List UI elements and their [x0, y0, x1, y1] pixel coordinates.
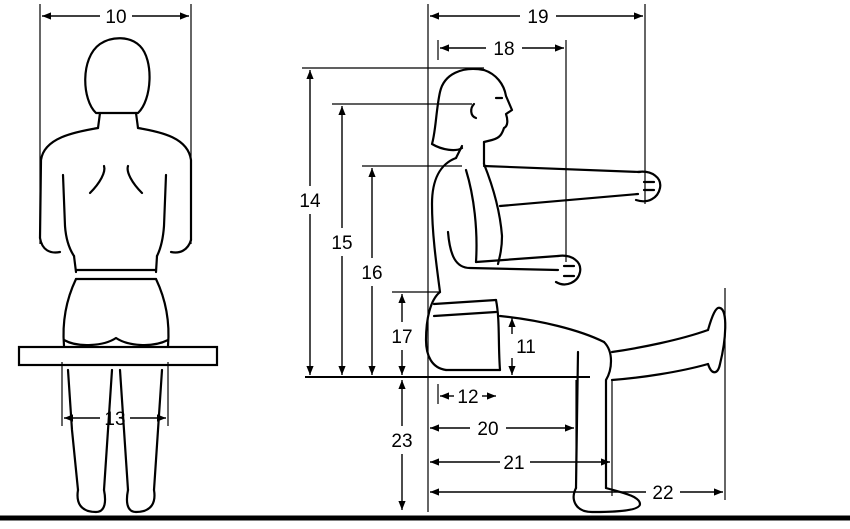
dimension-17: 17	[391, 294, 413, 375]
dimension-23: 23	[391, 380, 413, 510]
dimension-label-21: 21	[503, 453, 524, 474]
dimension-11: 11	[508, 318, 536, 375]
dimension-19: 19	[430, 7, 643, 28]
dimension-label-13: 13	[104, 409, 125, 430]
dimension-label-11: 11	[516, 337, 536, 358]
dimension-10: 10	[39, 4, 192, 244]
dimension-label-15: 15	[331, 233, 352, 254]
bench-seat	[17, 345, 219, 367]
dimension-label-18: 18	[493, 39, 514, 60]
dimension-15: 15	[331, 106, 353, 375]
dimension-13: 13	[61, 362, 169, 430]
dimension-21: 21	[430, 453, 610, 474]
rear-view-figure	[38, 37, 193, 514]
dimension-18: 18	[440, 39, 564, 60]
dimension-12: 12	[440, 387, 496, 408]
dimension-label-20: 20	[477, 419, 498, 440]
side-view-figure	[424, 67, 727, 514]
dimension-16: 16	[361, 168, 383, 375]
dimension-label-19: 19	[527, 7, 548, 28]
dimension-label-23: 23	[391, 431, 412, 452]
dimension-label-16: 16	[361, 263, 382, 284]
dimension-label-14: 14	[299, 191, 321, 212]
dimension-20: 20	[430, 419, 574, 440]
side-extension-lines	[302, 4, 726, 512]
dimension-label-22: 22	[652, 483, 673, 504]
dimension-14: 14	[299, 70, 321, 375]
dimension-label-17: 17	[391, 327, 412, 348]
dimension-label-10: 10	[105, 7, 126, 28]
dimension-22: 22	[430, 483, 723, 504]
dimension-label-12: 12	[457, 387, 478, 408]
